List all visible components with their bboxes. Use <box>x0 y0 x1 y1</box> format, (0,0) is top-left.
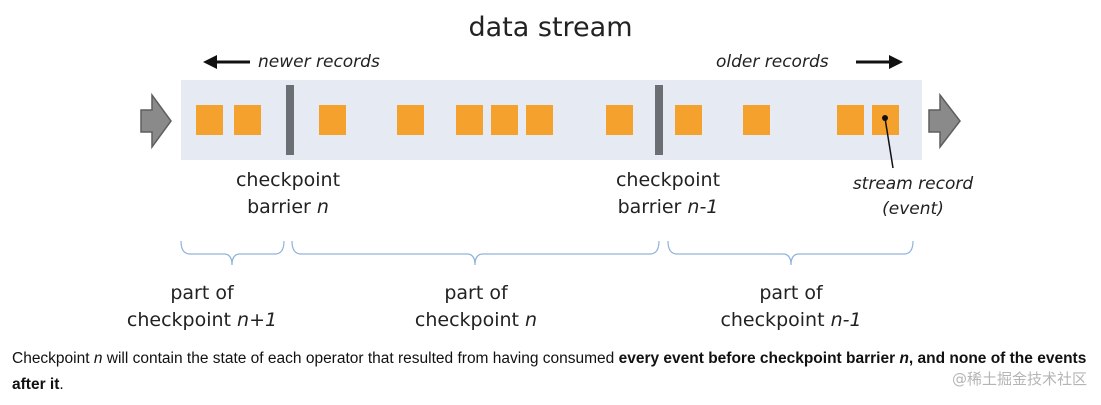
record <box>526 105 553 135</box>
part-line1: part of <box>444 282 508 304</box>
record <box>606 105 633 135</box>
stream-record-label: stream record (event) <box>823 172 1003 222</box>
output-arrow <box>928 92 961 150</box>
brace-checkpoint-n-plus-1 <box>180 240 285 266</box>
part-checkpoint-n-minus-1: part of checkpoint n-1 <box>691 280 891 334</box>
caption-text: Checkpoint n will contain the state of e… <box>12 350 1087 393</box>
right-direction-arrow <box>856 55 903 69</box>
part-checkpoint-n-plus-1: part of checkpoint n+1 <box>102 280 302 334</box>
record-pointer-line <box>884 117 894 169</box>
barrier-n-label: checkpoint barrier n <box>208 167 368 221</box>
record <box>837 105 864 135</box>
watermark: @稀土掘金技术社区 <box>951 370 1087 388</box>
left-direction-arrow <box>203 55 250 69</box>
record <box>397 105 424 135</box>
input-arrow <box>140 92 172 150</box>
record <box>319 105 346 135</box>
stream-record-line2: (event) <box>882 199 944 219</box>
part-line2: checkpoint n+1 <box>126 309 278 331</box>
record <box>675 105 702 135</box>
part-line2: checkpoint n-1 <box>720 309 862 331</box>
diagram-title: data stream <box>468 12 633 43</box>
barrier-n-line2: barrier n <box>247 196 329 218</box>
checkpoint-barrier-n <box>286 85 294 155</box>
checkpoint-barrier-n-1 <box>655 85 663 155</box>
record <box>491 105 518 135</box>
record <box>234 105 261 135</box>
barrier-n-line1: checkpoint <box>235 169 341 191</box>
record <box>456 105 483 135</box>
barrier-n-1-line1: checkpoint <box>615 169 721 191</box>
records <box>196 105 899 135</box>
newer-records-label: newer records <box>258 52 380 72</box>
record <box>196 105 223 135</box>
barrier-n-1-line2: barrier n-1 <box>617 196 719 218</box>
record <box>743 105 770 135</box>
barrier-n-1-label: checkpoint barrier n-1 <box>588 167 748 221</box>
part-line2: checkpoint n <box>414 309 538 331</box>
brace-checkpoint-n <box>291 240 660 266</box>
brace-checkpoint-n-minus-1 <box>667 240 914 266</box>
part-line1: part of <box>759 282 823 304</box>
part-line1: part of <box>170 282 234 304</box>
stream-record-line1: stream record <box>852 174 974 194</box>
older-records-label: older records <box>716 52 829 72</box>
part-checkpoint-n: part of checkpoint n <box>376 280 576 334</box>
